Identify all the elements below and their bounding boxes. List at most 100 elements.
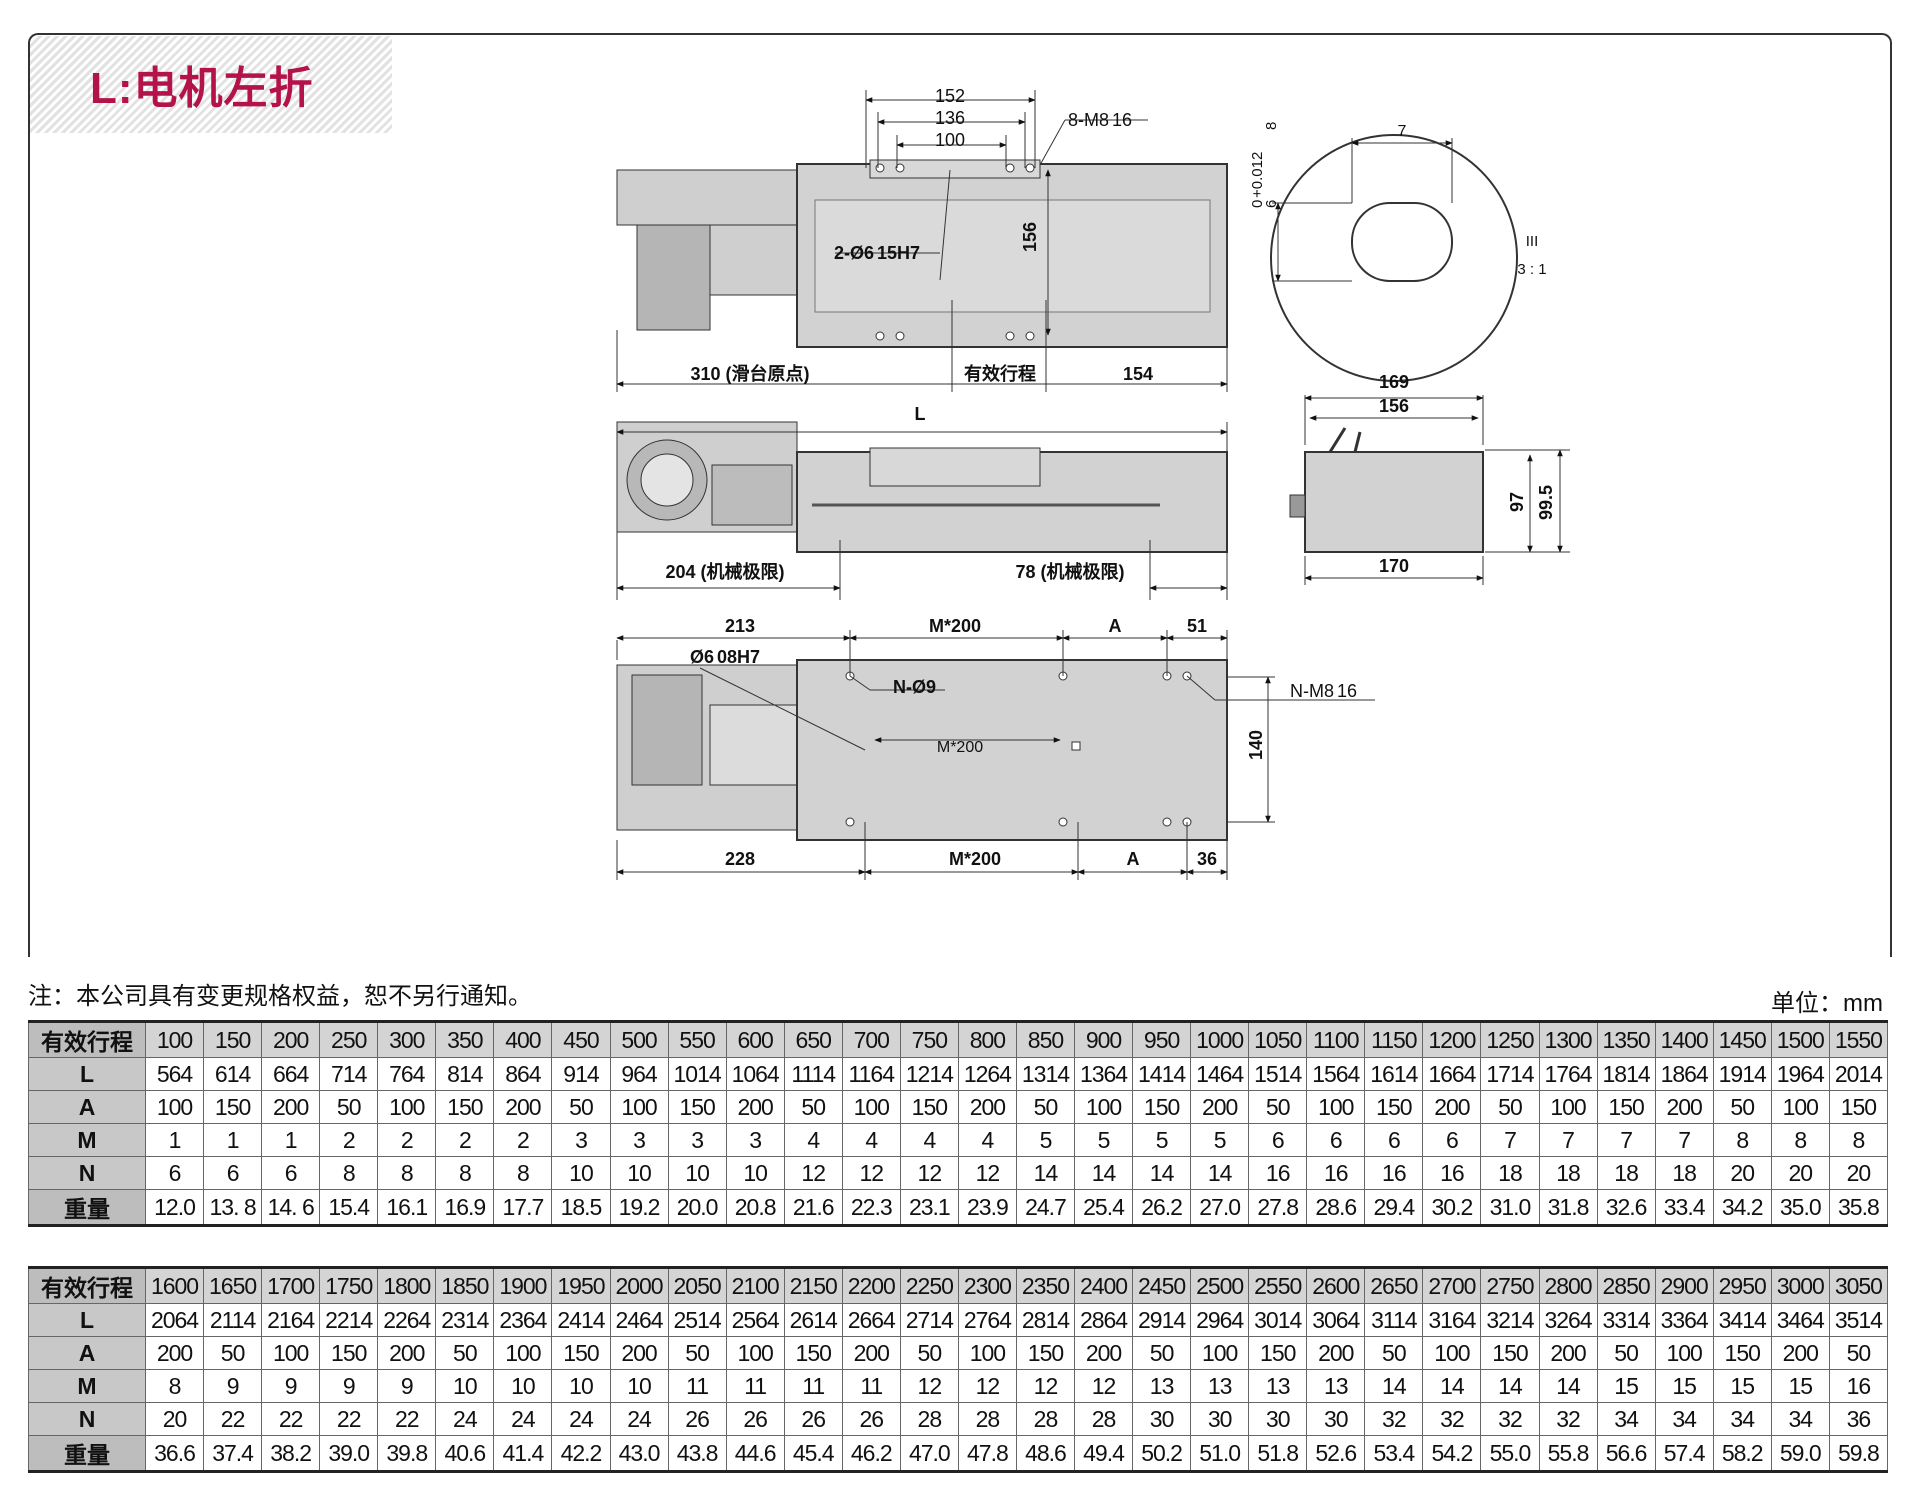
dim-310: 310 (滑台原点) (690, 363, 809, 384)
table-cell: 37.4 (203, 1435, 263, 1472)
table-cell: 2700 (1422, 1267, 1482, 1304)
table-cell: 12 (841, 1156, 901, 1190)
table-cell: 400 (493, 1021, 553, 1058)
table-cell: 55.8 (1538, 1435, 1598, 1472)
table-cell: 6 (203, 1156, 263, 1190)
dim-156: 156 (1379, 396, 1409, 416)
table-cell: 864 (493, 1057, 553, 1091)
table-cell: 2 (435, 1123, 495, 1157)
table-cell: 6 (1364, 1123, 1424, 1157)
table-cell: 13 (1190, 1369, 1250, 1403)
table-cell: 15.4 (319, 1189, 379, 1226)
table-cell: 31.8 (1538, 1189, 1598, 1226)
table-cell: 100 (493, 1336, 553, 1370)
table-cell: 1050 (1248, 1021, 1308, 1058)
table-cell: 1000 (1190, 1021, 1250, 1058)
table-cell: 47.8 (957, 1435, 1017, 1472)
table-cell: 12.0 (144, 1189, 205, 1226)
table-cell: 28 (1073, 1402, 1134, 1436)
table-cell: 200 (1190, 1090, 1250, 1124)
table-cell: 1 (144, 1123, 205, 1157)
table-cell: 21.6 (783, 1189, 843, 1226)
table-cell: 2400 (1073, 1267, 1134, 1304)
table-cell: 1164 (841, 1057, 901, 1091)
table-cell: 200 (1422, 1090, 1482, 1124)
motor-housing (616, 169, 798, 226)
table-cell: 2800 (1538, 1267, 1598, 1304)
table-cell: 150 (1828, 1090, 1889, 1124)
table-cell: 28 (957, 1402, 1017, 1436)
table-cell: 150 (551, 1336, 611, 1370)
table-cell: 18 (1654, 1156, 1714, 1190)
table-cell: 200 (609, 1336, 669, 1370)
table-cell: 54.2 (1422, 1435, 1482, 1472)
dim-6: 6 (1263, 200, 1280, 208)
table-cell: 10 (435, 1369, 495, 1403)
table-cell: 10 (667, 1156, 727, 1190)
table-cell: 7 (1654, 1123, 1714, 1157)
dim-m200-bottom: M*200 (949, 849, 1001, 869)
table-cell: 3164 (1422, 1303, 1482, 1337)
table-cell: 59.0 (1770, 1435, 1830, 1472)
table-cell: 100 (725, 1336, 785, 1370)
table-cell: 20.0 (667, 1189, 727, 1226)
table-cell: 1464 (1190, 1057, 1250, 1091)
table-cell: 150 (1132, 1090, 1192, 1124)
table-cell: 36.6 (144, 1435, 205, 1472)
table-cell: 3214 (1480, 1303, 1540, 1337)
table-cell: 14 (1190, 1156, 1250, 1190)
table-cell: 50 (551, 1090, 611, 1124)
table-cell: 2850 (1596, 1267, 1656, 1304)
table-cell: 14 (1073, 1156, 1134, 1190)
table-cell: 100 (609, 1090, 669, 1124)
table-cell: 2914 (1132, 1303, 1192, 1337)
table-cell: 12 (783, 1156, 843, 1190)
table-cell: 10 (493, 1369, 553, 1403)
table-cell: 2200 (841, 1267, 901, 1304)
depth-8: 8 (1263, 122, 1280, 130)
table-cell: 1950 (551, 1267, 611, 1304)
table-cell: 30.2 (1422, 1189, 1482, 1226)
table-cell: 14 (1132, 1156, 1192, 1190)
table-cell: 38.2 (261, 1435, 321, 1472)
dim-154: 154 (1123, 364, 1153, 384)
dim-170: 170 (1379, 556, 1409, 576)
table-cell: 2114 (203, 1303, 263, 1337)
table-cell: 32 (1364, 1402, 1424, 1436)
dim-140: 140 (1246, 730, 1266, 760)
table-cell: 2264 (377, 1303, 437, 1337)
unit-label: 单位：mm (1771, 990, 1883, 1017)
table-cell: 7 (1596, 1123, 1656, 1157)
view-label: III (1526, 233, 1539, 250)
table-cell: 1100 (1306, 1021, 1366, 1058)
dim-213: 213 (725, 616, 755, 636)
table-cell: 43.0 (609, 1435, 669, 1472)
table-cell: 6 (1306, 1123, 1366, 1157)
table-cell: 964 (609, 1057, 669, 1091)
table-cell: 2 (493, 1123, 553, 1157)
row-label: 重量 (28, 1189, 146, 1226)
table-cell: 20 (1770, 1156, 1830, 1190)
table-cell: 2 (377, 1123, 437, 1157)
table-cell: 2300 (957, 1267, 1017, 1304)
table-cell: 10 (551, 1156, 611, 1190)
table-cell: 614 (203, 1057, 263, 1091)
coupler-bottom (709, 704, 798, 786)
table-cell: 2764 (957, 1303, 1017, 1337)
table-cell: 16 (1248, 1156, 1308, 1190)
table-cell: 16.1 (377, 1189, 437, 1226)
table-cell: 200 (957, 1090, 1017, 1124)
table-cell: 28 (1015, 1402, 1076, 1436)
table-cell: 41.4 (493, 1435, 553, 1472)
thread-count-size: N-M8 (1290, 681, 1334, 701)
table-cell: 5 (1132, 1123, 1192, 1157)
dim-97: 97 (1507, 492, 1527, 512)
table-cell: 26 (725, 1402, 785, 1436)
